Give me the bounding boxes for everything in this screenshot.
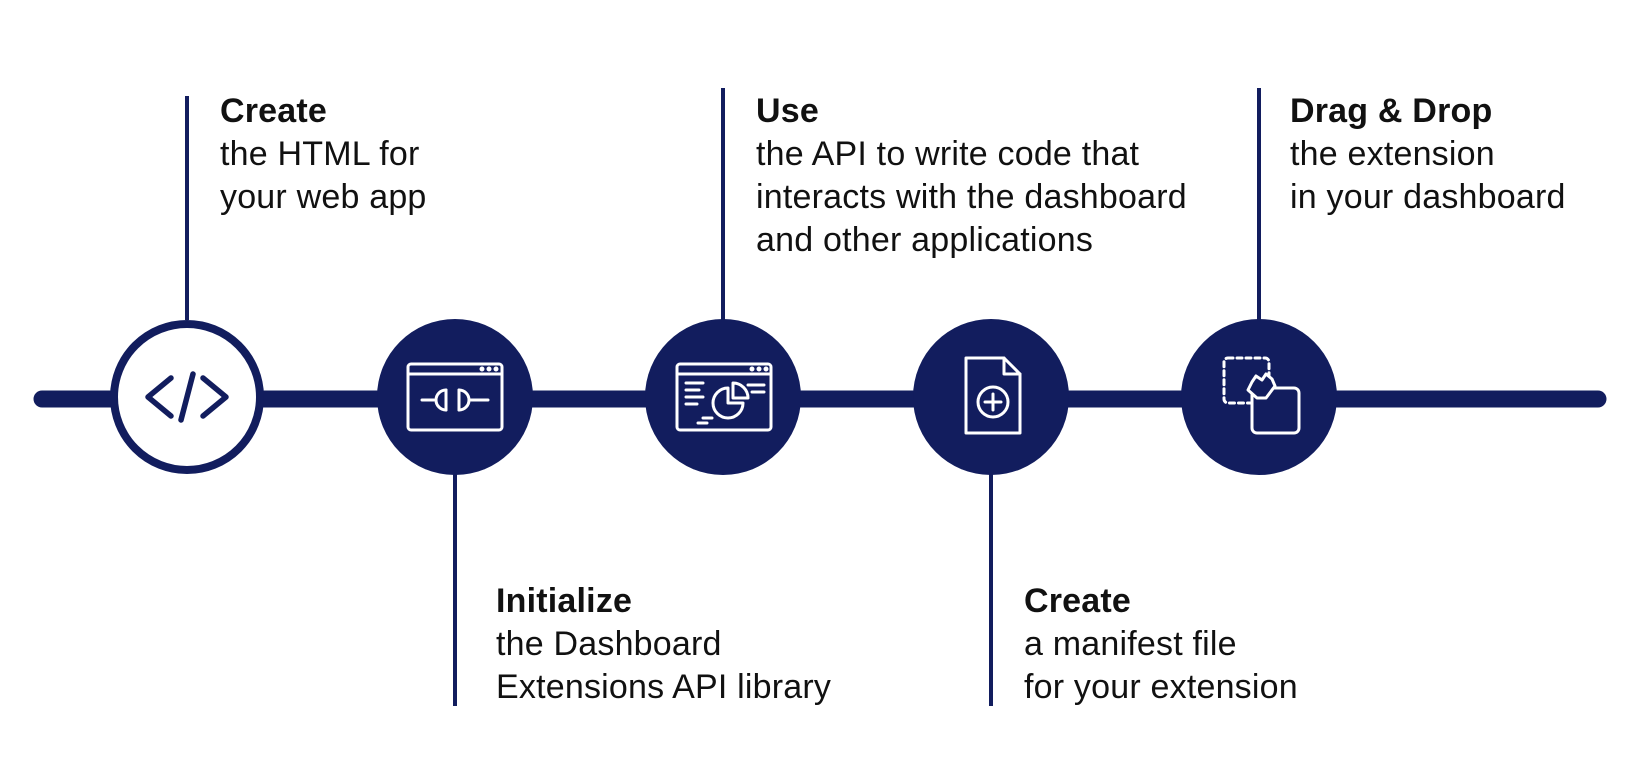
step5-desc-line1: the extension — [1290, 135, 1495, 173]
step5-title: Drag & Drop — [1290, 92, 1493, 130]
step2-text: Initialize the Dashboard Extensions API … — [496, 580, 831, 709]
step3-text: Use the API to write code that interacts… — [756, 90, 1187, 262]
step3-title: Use — [756, 92, 819, 130]
step1-desc-line1: the HTML for — [220, 135, 420, 173]
step4-desc-line1: a manifest file — [1024, 625, 1237, 663]
step2-desc-line1: the Dashboard — [496, 625, 722, 663]
step4-node — [913, 319, 1069, 475]
dashboard-chart-icon — [675, 362, 773, 432]
plug-connector-icon — [406, 362, 504, 432]
step2-title: Initialize — [496, 582, 633, 620]
step2-desc-line2: Extensions API library — [496, 668, 832, 706]
step3-node — [645, 319, 801, 475]
step2-node — [377, 319, 533, 475]
step1-text: Create the HTML for your web app — [220, 90, 427, 219]
step3-desc-line2: interacts with the dashboard — [756, 178, 1187, 216]
step1-desc-line2: your web app — [220, 178, 427, 216]
step3-desc-line1: the API to write code that — [756, 135, 1140, 173]
step5-text: Drag & Drop the extension in your dashbo… — [1290, 90, 1566, 219]
step1-node — [110, 320, 264, 474]
step4-title: Create — [1024, 582, 1132, 620]
step4-desc-line2: for your extension — [1024, 668, 1298, 706]
code-icon — [145, 371, 229, 423]
step1-title: Create — [220, 92, 328, 130]
step5-desc-line2: in your dashboard — [1290, 178, 1566, 216]
drag-drop-icon — [1222, 356, 1301, 435]
step4-text: Create a manifest file for your extensio… — [1024, 580, 1298, 709]
step3-desc-line3: and other applications — [756, 221, 1094, 259]
add-file-icon — [964, 356, 1022, 435]
step5-node — [1181, 319, 1337, 475]
